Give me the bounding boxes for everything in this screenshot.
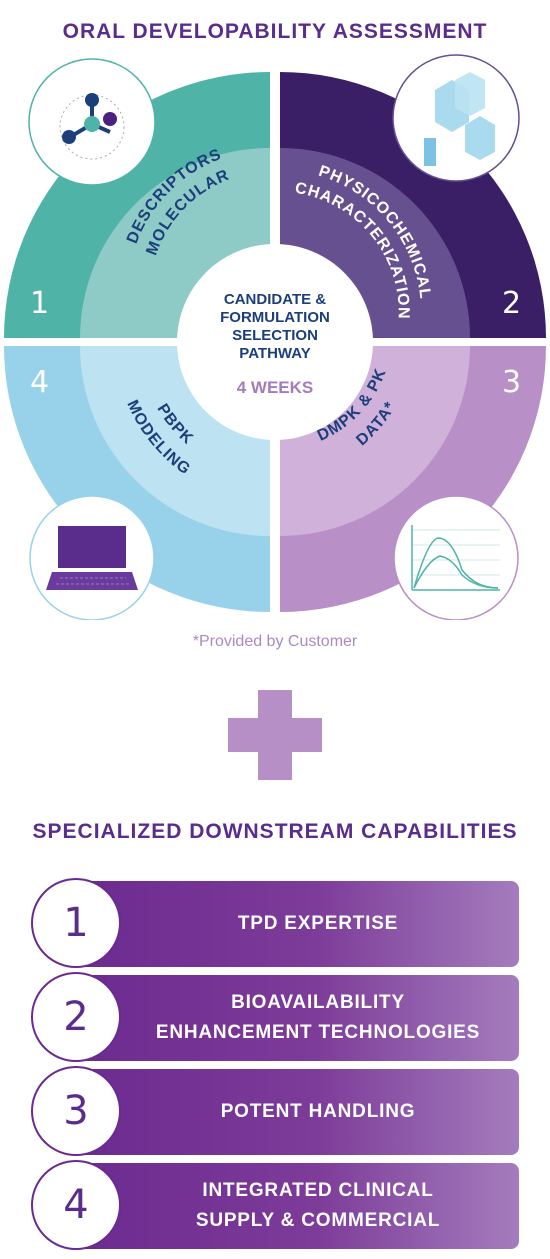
capability-label-line-1: BIOAVAILABILITY [231,992,405,1013]
center-circle [177,244,373,440]
capability-number: 3 [63,1088,89,1134]
center-line-2: FORMULATION [220,309,330,326]
molecule-icon [28,58,156,186]
capability-label: TPD EXPERTISE [117,880,519,968]
chart-icon [393,495,519,620]
capability-item: 4 INTEGRATED CLINICAL SUPPLY & COMMERCIA… [31,1160,519,1250]
quadrant-2-number: 2 [502,286,521,321]
capability-label-line-2: ENHANCEMENT TECHNOLOGIES [155,1022,481,1043]
capability-label: INTEGRATED CLINICAL SUPPLY & COMMERCIAL [117,1162,519,1250]
quadrant-4-number: 4 [30,365,49,400]
capability-number-circle: 3 [31,1066,121,1156]
capability-bar [71,975,519,1061]
center-line-4: PATHWAY [239,345,310,362]
laptop-icon [29,495,155,620]
capability-item: 2 BIOAVAILABILITY ENHANCEMENT TECHNOLOGI… [31,972,519,1062]
capability-number: 2 [63,994,89,1040]
capability-bar [71,881,519,967]
downstream-title: SPECIALIZED DOWNSTREAM CAPABILITIES [32,820,518,843]
capability-number-circle: 4 [31,1160,121,1250]
capability-number: 4 [63,1182,89,1228]
page-title: ORAL DEVELOPABILITY ASSESSMENT [62,20,488,43]
center-duration: 4 WEEKS [237,378,314,397]
crystal-icon [392,54,520,182]
capability-number: 1 [63,900,89,946]
capability-label-line-1: INTEGRATED CLINICAL [202,1180,434,1201]
capability-number-circle: 2 [31,972,121,1062]
capability-item: 1 TPD EXPERTISE [31,878,519,968]
capability-bar [71,1069,519,1155]
capability-label-line-2: SUPPLY & COMMERCIAL [195,1210,441,1231]
center-line-3: SELECTION [232,327,318,344]
capability-item: 3 POTENT HANDLING [31,1066,519,1156]
quadrant-1-number: 1 [30,286,49,321]
quadrant-3-number: 3 [502,365,521,400]
footnote: *Provided by Customer [192,633,358,650]
capability-bar [71,1163,519,1249]
assessment-wheel: CANDIDATE & FORMULATION SELECTION PATHWA… [4,54,546,620]
center-line-1: CANDIDATE & [224,291,326,308]
capability-label: POTENT HANDLING [117,1068,519,1156]
capability-label-line-1: POTENT HANDLING [220,1101,416,1122]
capability-number-circle: 1 [31,878,121,968]
capability-label-line-1: TPD EXPERTISE [237,913,399,934]
capability-label: BIOAVAILABILITY ENHANCEMENT TECHNOLOGIES [117,974,519,1062]
